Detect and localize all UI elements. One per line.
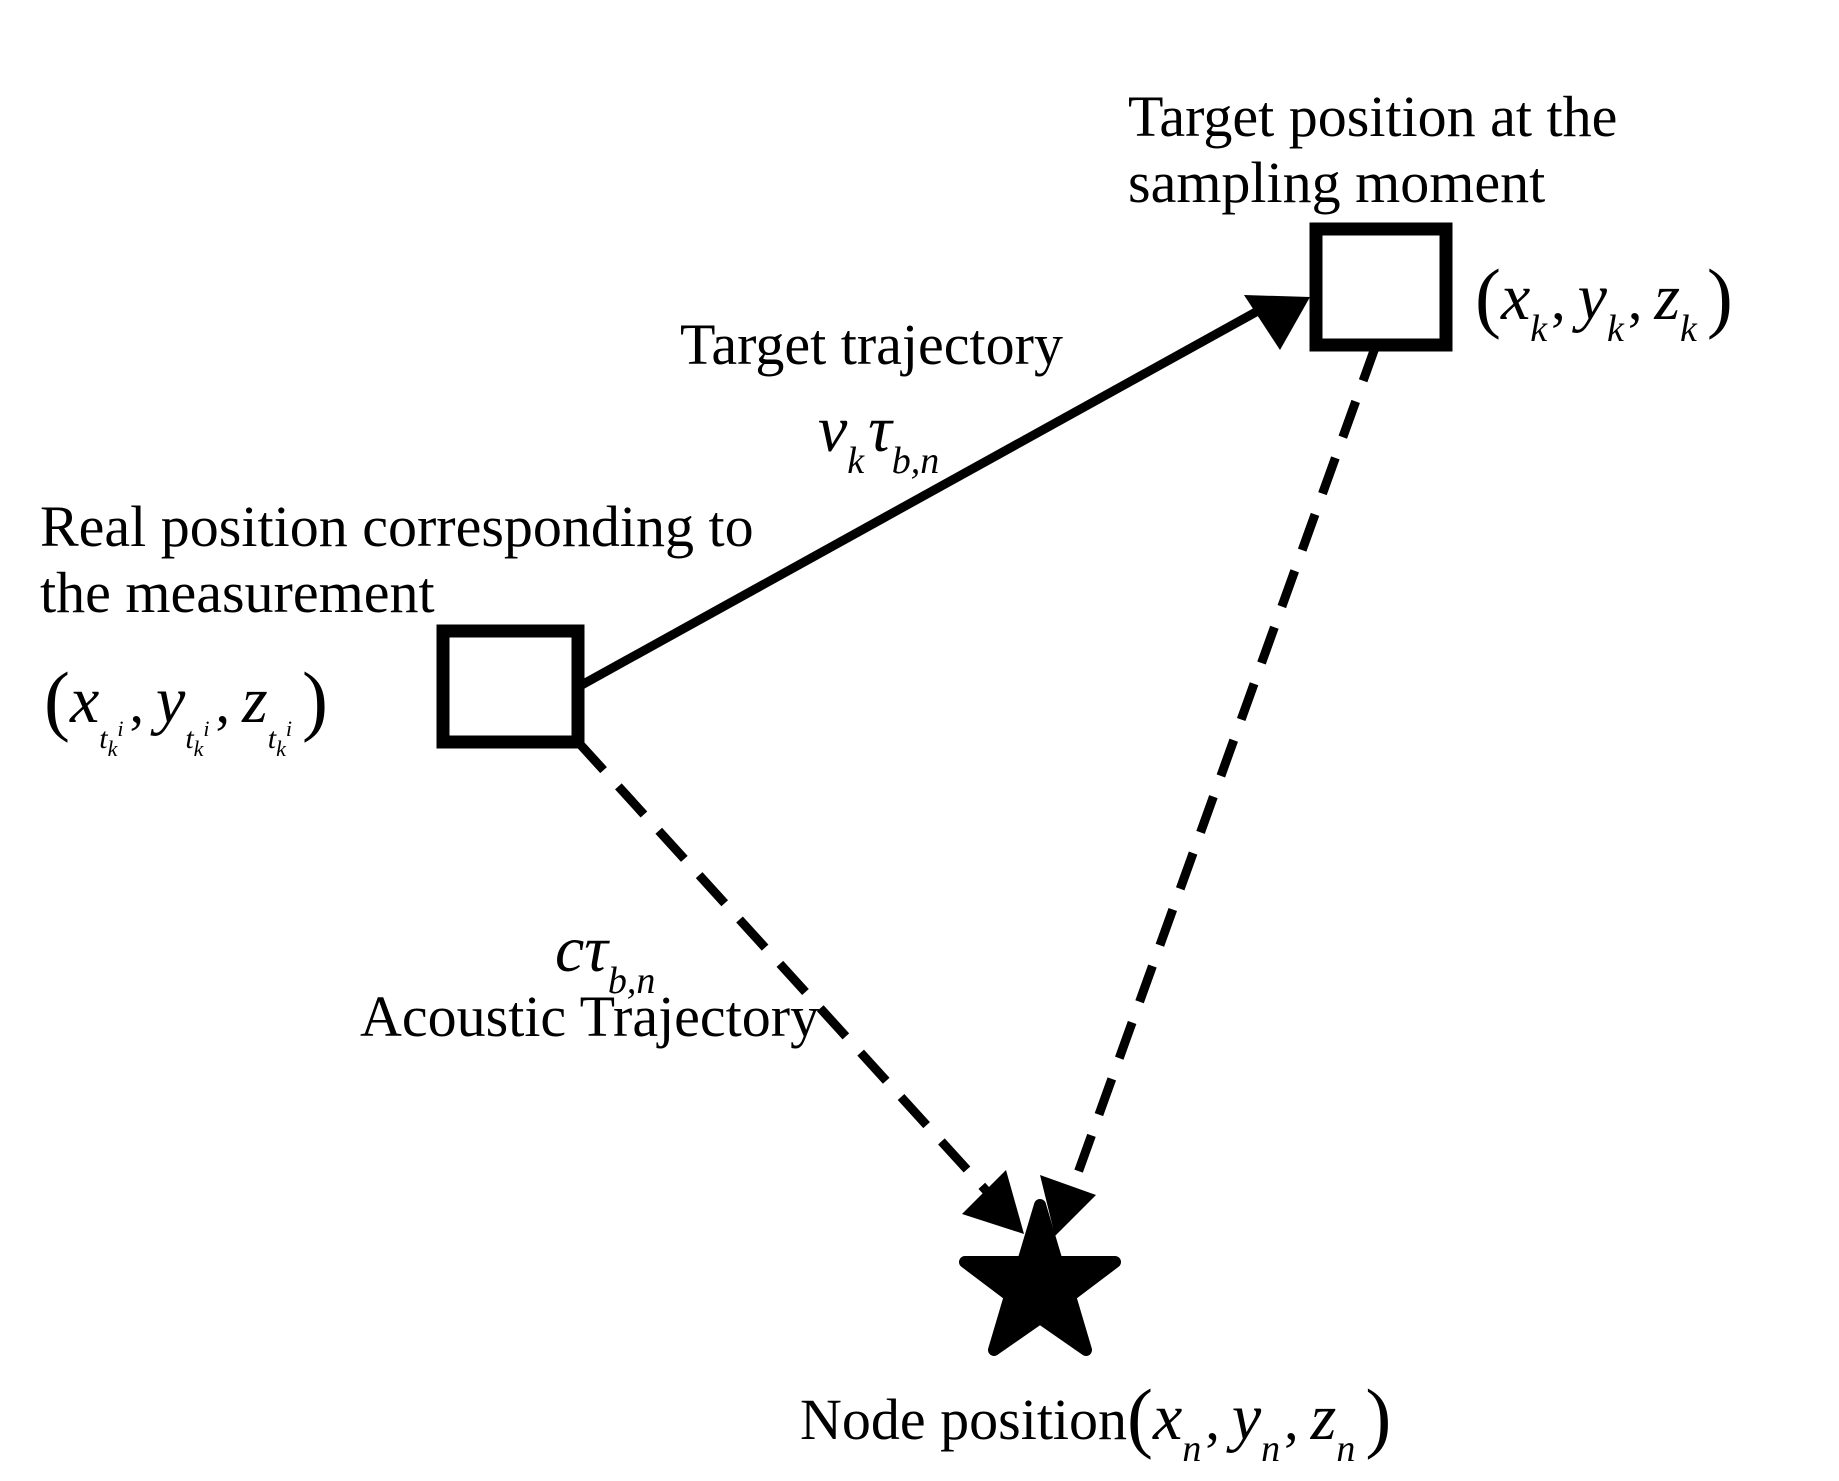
real-position-label-line2: the measurement bbox=[40, 559, 435, 625]
target-position-label-line2: sampling moment bbox=[1128, 149, 1546, 215]
target-position-label-line1: Target position at the bbox=[1128, 84, 1618, 149]
target-trajectory-label: Target trajectory bbox=[680, 312, 1063, 377]
target-trajectory-arrowhead bbox=[1244, 295, 1310, 350]
node-star-icon bbox=[959, 1199, 1121, 1356]
real-position-label: Real position corresponding to the measu… bbox=[40, 492, 754, 627]
target-trajectory-line bbox=[575, 303, 1268, 691]
node-position-text: Node position bbox=[800, 1387, 1128, 1452]
target-position-label: Target position at the sampling moment bbox=[1128, 82, 1617, 217]
real-position-box bbox=[436, 624, 585, 749]
target-position-box bbox=[1309, 222, 1453, 352]
real-coords: (xtki,ytki,ztki) bbox=[44, 656, 328, 761]
real-position-label-line1: Real position corresponding to bbox=[40, 494, 754, 559]
node-coords: (xn,yn,zn) bbox=[1127, 1373, 1392, 1470]
target-coords: (xk,yk,zk) bbox=[1475, 253, 1733, 350]
acoustic-trajectory-arrowhead bbox=[962, 1170, 1024, 1234]
acoustic-formula: cτb,n bbox=[555, 913, 656, 1002]
node-position-label: Node position(xn,yn,zn) bbox=[800, 1370, 1391, 1473]
target-trajectory-formula: vkτb,n bbox=[818, 393, 940, 482]
target-node-line bbox=[1065, 343, 1381, 1197]
target-node-arrowhead bbox=[1040, 1175, 1096, 1236]
acoustic-trajectory-label: Acoustic Trajectory bbox=[360, 984, 820, 1049]
acoustic-trajectory-line bbox=[574, 738, 1006, 1212]
